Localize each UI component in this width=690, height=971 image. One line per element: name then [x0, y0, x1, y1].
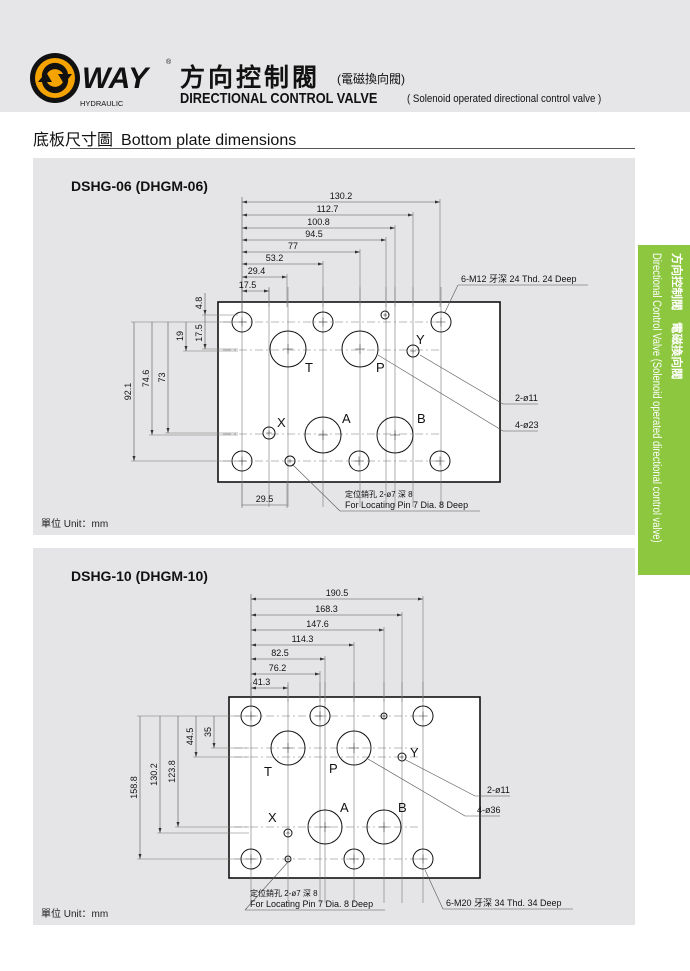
- port-label-a: A: [340, 800, 349, 815]
- section-title: 底板尺寸圖 Bottom plate dimensions: [33, 126, 296, 150]
- bolt-hole: [430, 311, 452, 333]
- title-en-sub: ( Solenoid operated directional control …: [407, 93, 602, 105]
- dim-vertical: 4.8: [194, 297, 204, 310]
- port-hole: [376, 416, 414, 454]
- dim-vertical: 74.6: [141, 370, 151, 388]
- dim-vertical: 73: [157, 372, 167, 382]
- dim-vertical: 123.8: [167, 760, 177, 783]
- dim-vertical: 158.8: [129, 776, 139, 799]
- port-hole: [270, 730, 306, 766]
- section-divider: [70, 148, 635, 149]
- way-hydraulic-logo: WAY HYDRAULIC ®: [30, 53, 172, 108]
- port-hole: [304, 416, 342, 454]
- side-chapter-tab[interactable]: 方向控制閥 電磁換向閥 Directional Control Valve (S…: [638, 245, 690, 575]
- pilot-hole: [380, 712, 388, 720]
- dim-vertical: 35: [203, 727, 213, 737]
- dim-horizontal: 168.3: [315, 604, 338, 614]
- title-zh: 方向控制閥: [180, 64, 321, 92]
- bolt-hole: [348, 450, 370, 472]
- dim-horizontal: 77: [288, 241, 298, 251]
- port-label-y: Y: [416, 332, 425, 347]
- port-hole: [269, 330, 307, 368]
- panel-title: DSHG-06 (DHGM-06): [71, 178, 208, 194]
- callout-thread-holes: 6-M12 牙深 24 Thd. 24 Deep: [461, 274, 577, 284]
- callout-thread-holes: 6-M20 牙深 34 Thd. 34 Deep: [446, 898, 562, 908]
- logo-subtitle: HYDRAULIC: [80, 99, 124, 108]
- svg-text:®: ®: [166, 58, 172, 66]
- pilot-hole: [406, 344, 420, 358]
- title-zh-sub: (電磁換向閥): [337, 72, 405, 86]
- dim-horizontal: 82.5: [271, 648, 289, 658]
- pilot-hole: [283, 828, 293, 838]
- dim-horizontal: 94.5: [305, 229, 323, 239]
- port-label-x: X: [268, 810, 277, 825]
- bolt-hole: [429, 450, 451, 472]
- dim-horizontal: 76.2: [269, 663, 287, 673]
- port-label-b: B: [398, 800, 407, 815]
- title-en: DIRECTIONAL CONTROL VALVE: [180, 90, 378, 107]
- dim-horizontal: 29.4: [248, 266, 266, 276]
- panel-title: DSHG-10 (DHGM-10): [71, 568, 208, 584]
- dim-horizontal: 17.5: [239, 280, 257, 290]
- callout-small-ports: 2-ø11: [487, 785, 510, 795]
- dim-horizontal: 53.2: [266, 253, 284, 263]
- dim-vertical: 17.5: [194, 324, 204, 342]
- bolt-hole: [309, 705, 331, 727]
- section-title-zh: 底板尺寸圖: [33, 132, 114, 149]
- bolt-hole: [412, 705, 434, 727]
- dim-horizontal: 41.3: [253, 677, 271, 687]
- pilot-hole: [397, 752, 407, 762]
- pilot-hole: [262, 426, 276, 440]
- pilot-hole: [380, 310, 390, 320]
- section-title-en: Bottom plate dimensions: [121, 132, 297, 149]
- dim-horizontal: 114.3: [292, 634, 314, 644]
- callout-locating-pin-en: For Locating Pin 7 Dia. 8 Deep: [250, 899, 373, 909]
- dim-horizontal: 112.7: [317, 204, 339, 214]
- port-label-b: B: [417, 411, 426, 426]
- bottom-plate: [228, 696, 481, 879]
- port-label-p: P: [329, 761, 338, 776]
- dim-horizontal: 130.2: [330, 191, 353, 201]
- port-hole: [307, 809, 343, 845]
- bolt-hole: [312, 311, 334, 333]
- callout-small-ports: 2-ø11: [515, 393, 538, 403]
- port-hole: [341, 330, 379, 368]
- bottom-plate: [217, 301, 501, 483]
- callout-locating-pin-zh: 定位銷孔 2-ø7 深 8: [345, 489, 413, 499]
- callout-locating-pin-en: For Locating Pin 7 Dia. 8 Deep: [345, 500, 468, 510]
- logo-wordmark: WAY: [82, 62, 151, 95]
- bolt-hole: [412, 848, 434, 870]
- bolt-hole: [343, 848, 365, 870]
- dim-horizontal: 190.5: [326, 588, 349, 598]
- page-header: WAY HYDRAULIC ® 方向控制閥 (電磁換向閥) DIRECTIONA…: [0, 0, 690, 112]
- dim-vertical: 19: [175, 331, 185, 341]
- port-label-a: A: [342, 411, 351, 426]
- port-label-y: Y: [410, 745, 419, 760]
- unit-label: 單位 Unit：mm: [41, 909, 109, 920]
- dim-vertical: 44.5: [185, 728, 195, 746]
- dim-bottom: 29.5: [256, 494, 274, 504]
- pilot-hole: [284, 455, 296, 467]
- callout-locating-pin-zh: 定位銷孔 2-ø7 深 8: [250, 888, 318, 898]
- dim-vertical: 92.1: [123, 383, 133, 401]
- port-label-t: T: [264, 764, 272, 779]
- port-label-p: P: [376, 360, 385, 375]
- dim-vertical: 130.2: [149, 763, 159, 786]
- port-label-t: T: [305, 360, 313, 375]
- callout-main-ports: 4-ø36: [477, 805, 501, 815]
- port-label-x: X: [277, 415, 286, 430]
- unit-label: 單位 Unit：mm: [41, 519, 109, 530]
- dim-horizontal: 100.8: [307, 217, 330, 227]
- dim-horizontal: 147.6: [306, 619, 329, 629]
- port-hole: [336, 730, 372, 766]
- callout-main-ports: 4-ø23: [515, 420, 539, 430]
- port-hole: [366, 809, 402, 845]
